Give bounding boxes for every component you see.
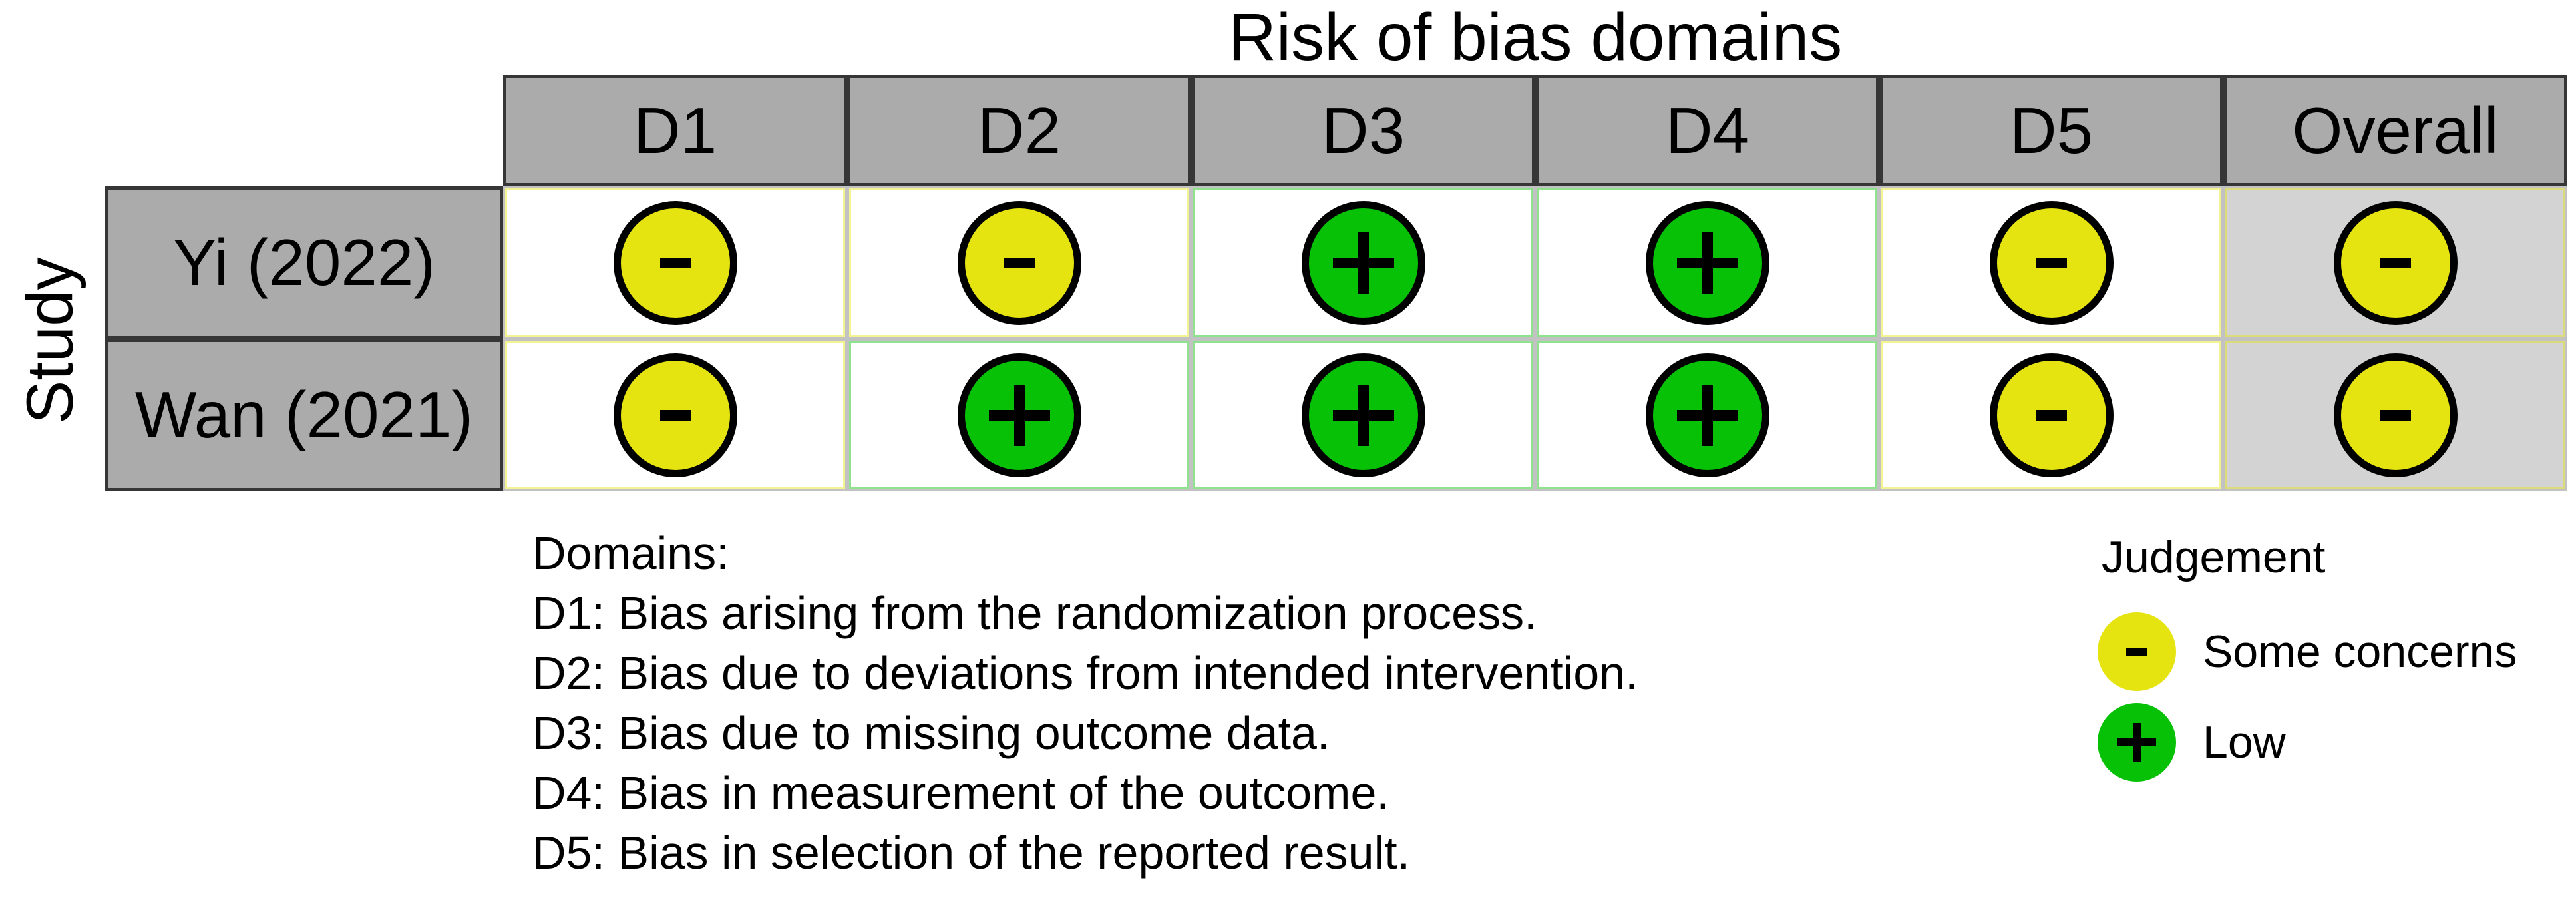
- domain-definition-d5: D5: Bias in selection of the reported re…: [532, 827, 1411, 879]
- cell-row2-overall: [2223, 339, 2567, 491]
- plus-icon: [1676, 232, 1738, 294]
- domain-definition-d4: D4: Bias in measurement of the outcome.: [532, 767, 1389, 819]
- minus-icon: [2036, 257, 2067, 268]
- cell-row2-d4: [1535, 339, 1879, 491]
- domains-legend: Domains: D1: Bias arising from the rando…: [532, 523, 1638, 883]
- plus-icon: [988, 384, 1050, 446]
- column-header-overall: Overall: [2223, 75, 2567, 186]
- domain-definition-d2: D2: Bias due to deviations from intended…: [532, 647, 1638, 699]
- cell-row1-d2: [847, 186, 1191, 339]
- column-header-d1: D1: [503, 75, 847, 186]
- judgement-circle-low: [1301, 353, 1425, 477]
- minus-icon: [2126, 648, 2147, 656]
- plus-icon: [1332, 384, 1394, 446]
- study-label: Wan (2021): [105, 339, 503, 491]
- minus-icon: [659, 257, 691, 268]
- plus-icon: [1332, 232, 1394, 294]
- judgement-legend-title: Judgement: [2102, 532, 2326, 582]
- cell-row2-d2: [847, 339, 1191, 491]
- judgement-circle-some-concerns: [2333, 200, 2458, 325]
- judgement-circle-some-concerns: [1989, 353, 2114, 477]
- domain-definition-d1: D1: Bias arising from the randomization …: [532, 587, 1537, 639]
- judgement-circle-some-concerns: [2333, 353, 2458, 477]
- judgement-circle-low: [1645, 353, 1769, 477]
- legend-label: Low: [2203, 717, 2286, 768]
- minus-icon: [2036, 409, 2067, 421]
- legend-circle-some-concerns: [2098, 612, 2176, 691]
- legend-label: Some concerns: [2203, 626, 2517, 677]
- cell-row1-d1: [503, 186, 847, 339]
- cell-row1-d4: [1535, 186, 1879, 339]
- minus-icon: [2380, 257, 2411, 268]
- judgement-circle-low: [957, 353, 1081, 477]
- judgement-circle-some-concerns: [1989, 200, 2114, 325]
- grid-corner: [105, 75, 503, 186]
- judgement-entry-some-concerns: Some concerns: [2090, 612, 2517, 691]
- minus-icon: [659, 409, 691, 421]
- judgement-circle-low: [1645, 200, 1769, 325]
- plus-icon: [2117, 723, 2156, 762]
- column-header-d5: D5: [1879, 75, 2223, 186]
- cell-row1-overall: [2223, 186, 2567, 339]
- judgement-entry-low: Low: [2090, 703, 2517, 782]
- column-header-d2: D2: [847, 75, 1191, 186]
- plus-icon: [1676, 384, 1738, 446]
- domain-definition-d3: D3: Bias due to missing outcome data.: [532, 707, 1330, 759]
- cell-row2-d3: [1191, 339, 1535, 491]
- judgement-circle-some-concerns: [957, 200, 1081, 325]
- judgement-circle-some-concerns: [613, 200, 737, 325]
- column-header-d3: D3: [1191, 75, 1535, 186]
- y-axis-title: Study: [13, 257, 87, 425]
- judgement-circle-low: [1301, 200, 1425, 325]
- chart-title: Risk of bias domains: [1228, 0, 1843, 75]
- domains-heading: Domains:: [532, 527, 729, 579]
- minus-icon: [1004, 257, 1035, 268]
- column-header-d4: D4: [1535, 75, 1879, 186]
- cell-row1-d3: [1191, 186, 1535, 339]
- cell-row2-d5: [1879, 339, 2223, 491]
- cell-row2-d1: [503, 339, 847, 491]
- cell-row1-d5: [1879, 186, 2223, 339]
- legend-circle-low: [2098, 703, 2176, 782]
- study-label: Yi (2022): [105, 186, 503, 339]
- judgement-circle-some-concerns: [613, 353, 737, 477]
- domains-items: D1: Bias arising from the randomization …: [532, 583, 1638, 883]
- minus-icon: [2380, 409, 2411, 421]
